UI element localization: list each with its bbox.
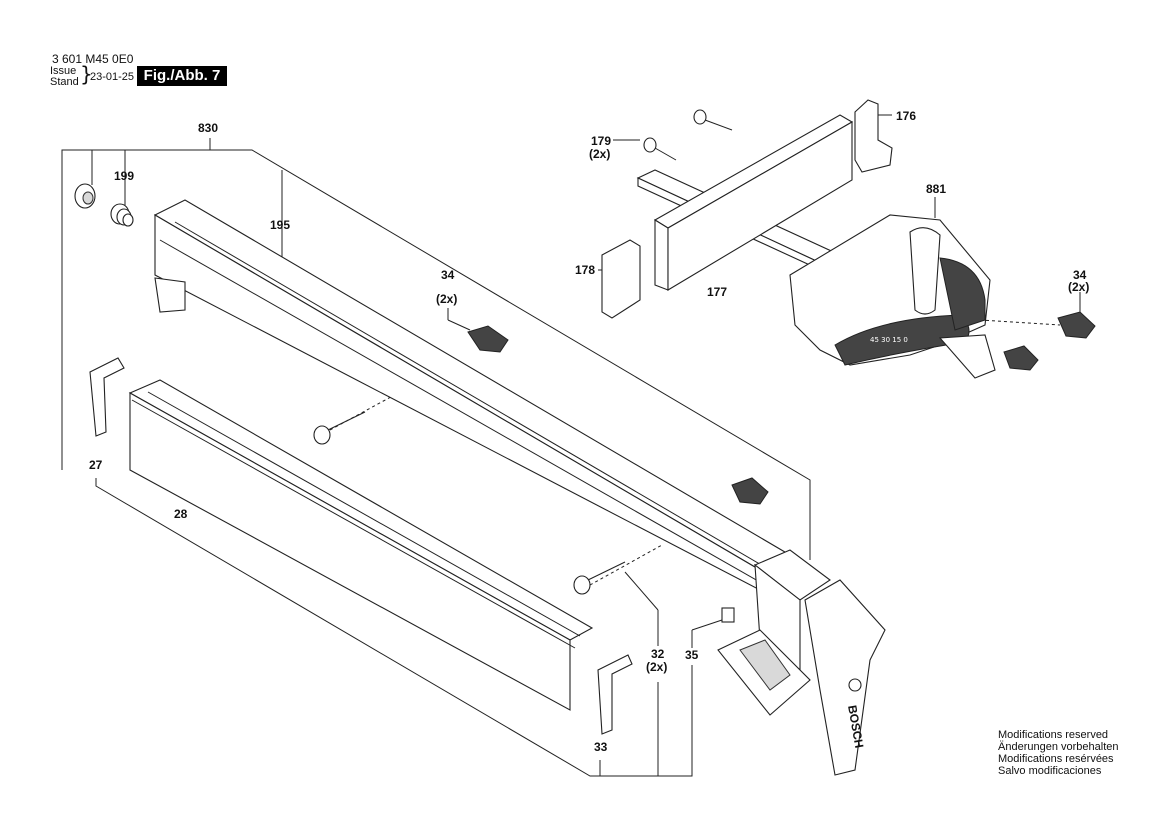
callout-labels: 830 199 195 34 (2x) 27 28 32 (2x) 35 33 … (89, 109, 1089, 754)
fence-extension-177 (653, 114, 854, 291)
callout-178: 178 (575, 263, 595, 277)
bosch-logo-icon (848, 678, 862, 692)
callout-35: 35 (685, 648, 699, 662)
end-cap-part (74, 183, 96, 209)
figure-badge: Fig./Abb. 7 (137, 66, 227, 86)
bracket-33 (597, 654, 633, 735)
issue-label: Issue (50, 65, 77, 77)
callout-32-qty: (2x) (646, 660, 667, 674)
callout-177: 177 (707, 285, 727, 299)
spring-199-icon (110, 203, 134, 227)
part-number: 3 601 M45 0E0 (52, 52, 134, 66)
screw-35-icon (721, 607, 735, 623)
wing-nut-34-icon (467, 325, 769, 505)
callout-179-qty: (2x) (589, 147, 610, 161)
end-bracket-178 (601, 239, 641, 319)
modifications-notice: Modifications reserved Änderungen vorbeh… (998, 729, 1118, 777)
callout-195: 195 (270, 218, 290, 232)
scale-marks: 45 30 15 0 (870, 336, 908, 344)
bolt-32b-icon (573, 561, 626, 595)
notice-line-en: Modifications reserved (998, 729, 1109, 741)
wing-nut-34b-icon (1003, 311, 1096, 371)
end-bracket-176 (854, 99, 893, 173)
screw-179-icon (643, 109, 733, 161)
notice-line-fr: Modifications resérvées (998, 753, 1114, 765)
callout-34-right: 34 (1073, 268, 1087, 282)
callout-199: 199 (114, 169, 134, 183)
callout-881: 881 (926, 182, 946, 196)
clamp-assembly: BOSCH (717, 549, 886, 776)
notice-line-de: Änderungen vorbehalten (998, 741, 1119, 753)
callout-33: 33 (594, 740, 608, 754)
issue-stand-label: Issue Stand (50, 66, 79, 88)
callout-27: 27 (89, 458, 103, 472)
callout-176: 176 (896, 109, 916, 123)
stand-label: Stand (50, 76, 79, 88)
miter-head-881: 45 30 15 0 (789, 214, 996, 379)
issue-date: 23-01-25 (90, 71, 135, 83)
callout-34-right-qty: (2x) (1068, 280, 1089, 294)
leader-lines (61, 114, 1081, 777)
callout-830: 830 (198, 121, 218, 135)
callout-28: 28 (174, 507, 188, 521)
notice-line-es: Salvo modificaciones (998, 765, 1102, 777)
brace-glyph: } (80, 62, 93, 86)
callout-34-left: 34 (441, 268, 455, 282)
bracket-27 (89, 357, 125, 437)
callout-179: 179 (591, 134, 611, 148)
bolt-32a-icon (313, 411, 366, 445)
callout-32: 32 (651, 647, 665, 661)
fence-face-28 (128, 379, 594, 711)
callout-34-left-qty: (2x) (436, 292, 457, 306)
